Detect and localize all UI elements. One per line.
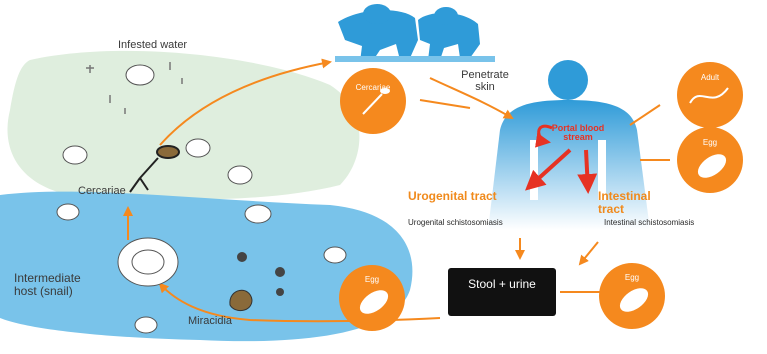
intermediate-host-label: Intermediate host (snail) [14,271,81,298]
badge-cercariae [340,68,406,134]
intestinal-note: Intestinal schistosomiasis [604,218,695,227]
badge-adult-label: Adult [700,73,720,82]
infested-water-label: Infested water [118,39,188,51]
cercaria-figure [129,145,180,193]
intestinal-tract-label: Intestinal tract [598,189,651,216]
miracidia-dots [237,252,285,296]
badge-egg-right [677,127,743,193]
badge-egg-bottom-left-label: Egg [364,275,380,284]
small-cercariae [86,62,183,114]
arrow-cercariae-to-humans [159,58,332,146]
stool-urine-box [448,268,556,316]
arrow-intestinal-down [578,241,599,266]
snail-water-region [0,191,413,342]
humans-wading-figure [335,4,495,62]
arrow-to-urogenital [525,148,572,191]
stool-urine-label: Stool + urine [468,277,536,291]
badge-egg-bottom-right [599,263,665,329]
badge-cercariae-label: Cercariae [355,83,391,92]
portal-blood-label: Portal blood stream [551,123,605,143]
connector-cercariae-badge [419,99,471,109]
badge-egg-bottom-left [339,265,405,331]
arrow-to-intestinal [577,149,598,194]
badge-adult [677,62,743,128]
arrow-humans-to-body [429,77,514,120]
connector-adult [629,104,661,126]
blood-loop-arrow [534,124,553,148]
badge-egg-right-label: Egg [702,138,718,147]
cercariae-label: Cercariae [78,185,126,197]
miracidia-label: Miracidia [188,315,233,327]
badge-egg-bottom-right-label: Egg [624,273,640,282]
urogenital-tract-label: Urogenital tract [408,189,497,203]
urogenital-note: Urogenital schistosomiasis [408,218,503,227]
small-snail-figure [229,290,253,312]
infested-water-region [7,50,360,200]
penetrate-skin-label: Penetrate skin [461,69,509,93]
